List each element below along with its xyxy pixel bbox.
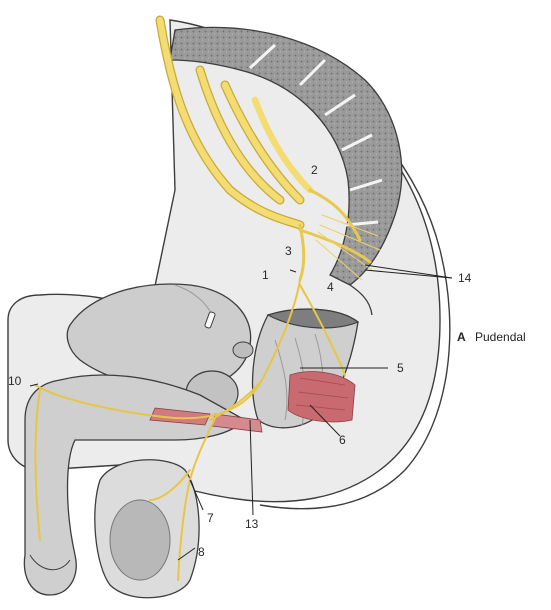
label-4: 4 bbox=[327, 280, 334, 294]
label-8: 8 bbox=[198, 545, 205, 559]
label-5: 5 bbox=[397, 361, 404, 375]
label-7: 7 bbox=[207, 511, 214, 525]
label-3: 3 bbox=[285, 244, 292, 258]
label-13: 13 bbox=[245, 517, 259, 531]
label-2: 2 bbox=[311, 163, 318, 177]
testis bbox=[95, 460, 199, 598]
label-14: 14 bbox=[458, 271, 472, 285]
label-6: 6 bbox=[339, 433, 346, 447]
figure-caption: A Pudendal bbox=[457, 330, 526, 344]
label-10: 10 bbox=[8, 374, 22, 388]
caption-text: Pudendal bbox=[475, 330, 526, 344]
caption-letter: A bbox=[457, 330, 466, 344]
label-1: 1 bbox=[262, 268, 269, 282]
